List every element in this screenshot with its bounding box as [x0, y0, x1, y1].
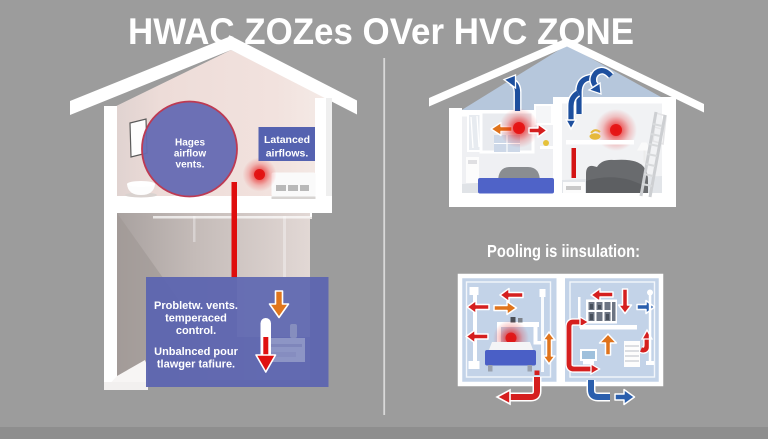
- svg-text:airflow: airflow: [174, 149, 206, 160]
- svg-text:vents.: vents.: [176, 160, 205, 171]
- svg-text:Unbalnced pour: Unbalnced pour: [154, 346, 238, 358]
- svg-text:HWAC ZOZes OVer HVC ZONE: HWAC ZOZes OVer HVC ZONE: [128, 11, 634, 52]
- svg-text:Pooling is iinsulation:: Pooling is iinsulation:: [487, 241, 640, 261]
- svg-text:temperaced: temperaced: [165, 313, 227, 325]
- svg-text:Probletw. vents.: Probletw. vents.: [154, 300, 238, 312]
- svg-text:tlawger tafiure.: tlawger tafiure.: [157, 359, 235, 371]
- svg-text:control.: control.: [176, 325, 216, 337]
- svg-text:Latanced: Latanced: [264, 134, 310, 146]
- svg-text:airflows.: airflows.: [266, 148, 309, 160]
- svg-text:Hages: Hages: [175, 138, 205, 149]
